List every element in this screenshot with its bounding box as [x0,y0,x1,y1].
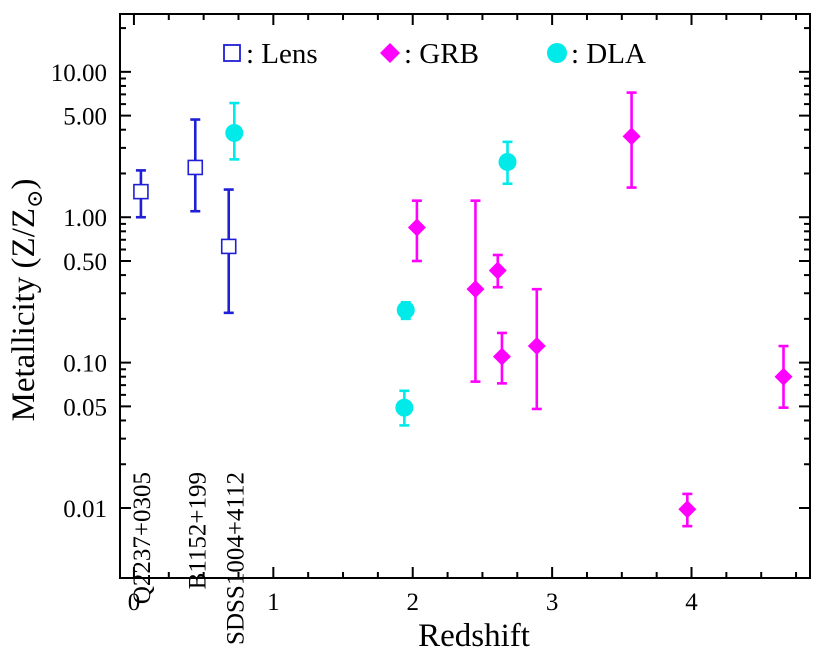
plot-border [119,13,811,579]
legend: : Lens : GRB : DLA [223,38,646,70]
x-tick-label: 2 [406,589,419,616]
y-tick-label: 0.01 [63,496,107,523]
grb-point [774,367,793,386]
dla-point [395,398,414,417]
series-layer [133,91,793,528]
x-tick-label: 4 [685,589,698,616]
y-axis-title-close: ) [6,179,42,190]
y-tick-label: 5.00 [63,104,107,131]
legend-item-grb: : GRB [380,38,479,70]
x-tick-label: 0 [128,589,141,616]
y-tick-label: 0.10 [63,351,107,378]
x-tick-label: 1 [267,589,280,616]
dla-point [396,301,415,320]
legend-item-dla: : DLA [547,38,646,70]
legend-circle-icon [547,43,567,63]
lens-point [133,183,149,200]
legend-item-lens: : Lens [223,38,318,70]
annotation-label: Q2237+0305 [129,472,156,604]
x-axis-title: Redshift [418,618,530,654]
grb-point [407,218,426,237]
series-dla [225,101,517,427]
series-lens [133,118,237,315]
lens-point [220,238,237,255]
y-axis-title: Metallicity (Z/Z⊙) [6,179,47,422]
grb-point [488,261,507,280]
y-tick-label: 1.00 [63,205,107,232]
y-axis-title-main: Metallicity (Z/Z [6,208,42,422]
grb-point [678,500,697,519]
grb-point [492,347,511,366]
y-tick-label: 0.50 [63,249,107,276]
annotation-label: B1152+199 [185,472,212,589]
legend-label: : GRB [404,38,479,70]
legend-diamond-icon [380,43,400,63]
grb-point [622,127,641,146]
legend-label: : DLA [571,38,646,70]
grb-point [466,280,485,299]
grb-point [527,337,546,356]
x-tick-label: 3 [546,589,559,616]
dla-point [498,152,517,171]
y-tick-label: 10.00 [51,60,107,87]
legend-label: : Lens [246,38,318,70]
axis-ticks [120,14,810,578]
y-axis-title-sub: ⊙ [22,190,47,208]
axis-tick-labels: 0 1 2 3 4 0.01 0.05 0.10 0.50 1.00 5.00 10.00 [51,60,699,616]
series-grb [407,91,793,528]
plot-frame [119,13,811,579]
lens-point [187,159,204,176]
y-tick-label: 0.05 [63,394,107,421]
dla-point [225,123,244,142]
legend-square-icon [223,44,241,62]
annotation-label: SDSS1004+4112 [222,472,249,645]
annotations: Q2237+0305 B1152+199 SDSS1004+4112 [129,472,249,645]
